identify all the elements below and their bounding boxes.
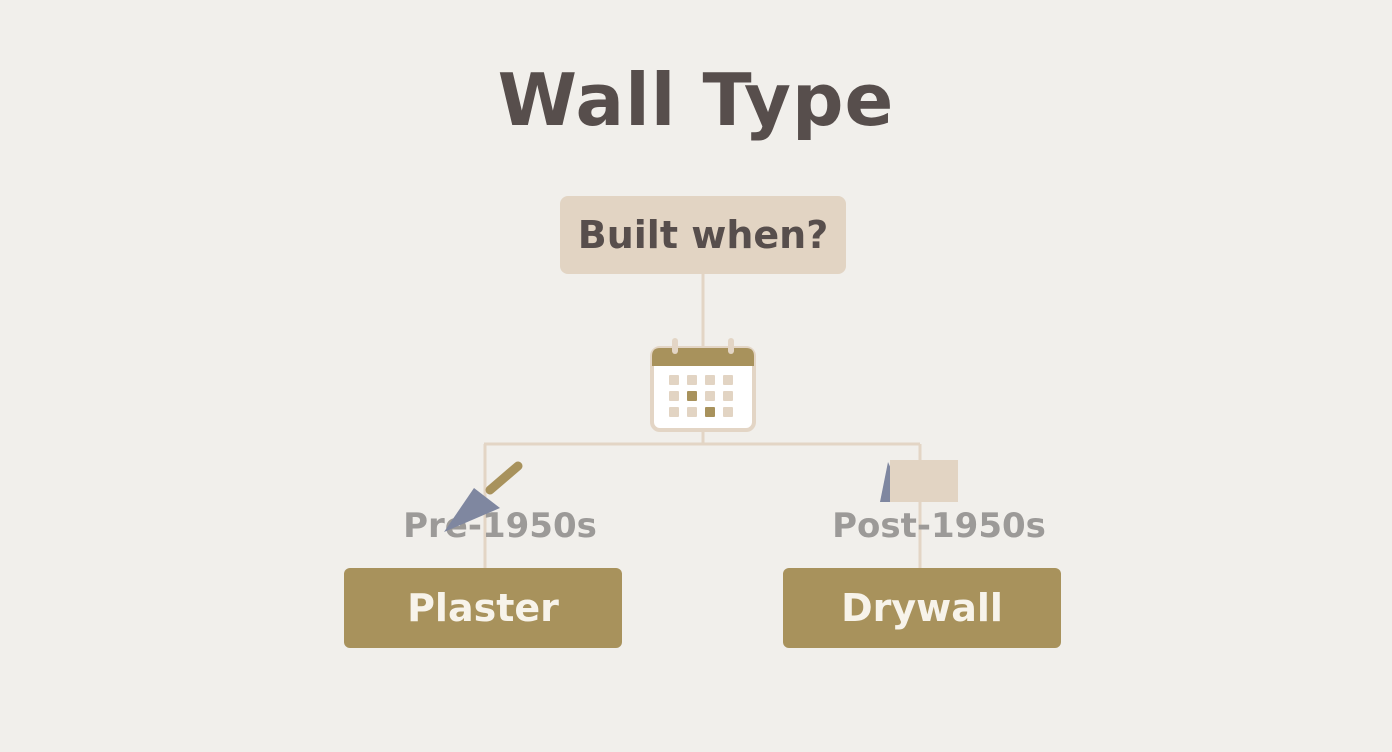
drywall-sheet-icon bbox=[880, 460, 958, 502]
era-label-post-1950s: Post-1950s bbox=[832, 506, 1046, 546]
era-label-pre-1950s: Pre-1950s bbox=[403, 506, 597, 546]
question-box: Built when? bbox=[560, 196, 846, 274]
calendar-icon bbox=[650, 338, 756, 432]
result-drywall: Drywall bbox=[783, 568, 1061, 648]
trowel-icon bbox=[444, 461, 523, 532]
result-plaster: Plaster bbox=[344, 568, 622, 648]
diagram-title: Wall Type bbox=[497, 58, 895, 142]
